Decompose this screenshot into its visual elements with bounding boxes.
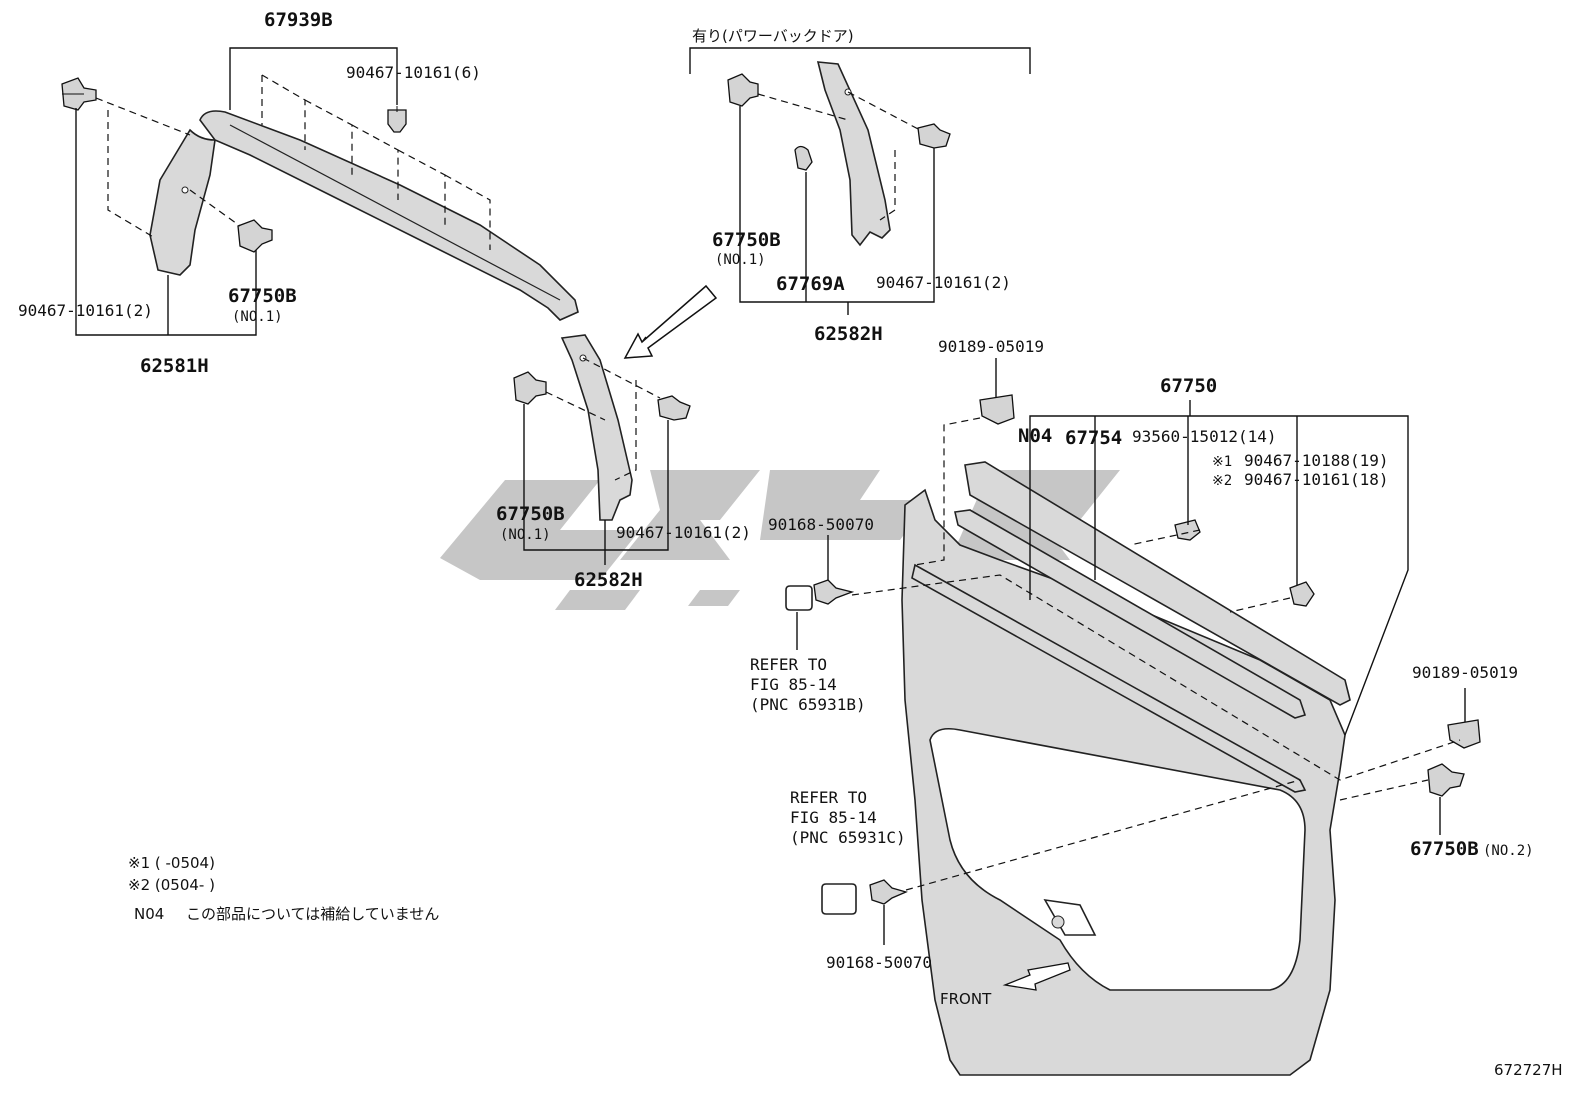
part-label: 90467-10188(19): [1244, 451, 1389, 470]
note-3-code: N04: [134, 905, 164, 923]
part-label: (NO.2): [1483, 843, 1534, 859]
clip-icon: [1289, 581, 1315, 607]
clip-icon: [237, 219, 273, 253]
part-label: 90189-05019: [938, 337, 1044, 356]
notes: ※1 ( -0504) ※2 (0504- ) N04 この部品については補給し…: [128, 854, 439, 923]
roof-garnish: [199, 110, 579, 321]
figure-number: 672727H: [1494, 1061, 1563, 1079]
screw-icon: [869, 879, 908, 905]
part-label: 67750B: [228, 285, 297, 307]
part-label: 67750: [1160, 375, 1217, 397]
clip-icon: [1174, 519, 1201, 541]
part-label: (NO.1): [232, 309, 283, 325]
back-door-window-recess: [929, 727, 1306, 991]
back-door-trim-group: [785, 358, 1481, 1076]
part-label: (NO.1): [500, 527, 551, 543]
part-label: 90467-10161(6): [346, 63, 481, 82]
front-label: FRONT: [940, 990, 992, 1008]
clip-icon: [917, 123, 951, 149]
part-label: 93560-15012(14): [1132, 427, 1277, 446]
left-pillar-garnish: [149, 128, 216, 276]
part-label: 67750B: [712, 229, 781, 251]
roof-garnish-group: [199, 47, 579, 321]
direction-arrow-icon: [623, 284, 718, 359]
reference-label: (PNC 65931B): [750, 695, 866, 714]
reference-label: (PNC 65931C): [790, 828, 906, 847]
part-label: (NO.1): [715, 252, 766, 268]
part-label: 67750B: [1410, 838, 1479, 860]
note-1: ※1 ( -0504): [128, 854, 215, 872]
retainer-icon: [1447, 719, 1481, 749]
part-label: N04: [1018, 425, 1052, 447]
cover-icon: [821, 883, 857, 915]
reference-label: FIG 85-14: [790, 808, 877, 827]
part-label: 90168-50070: [768, 515, 874, 534]
part-label: 90467-10161(2): [876, 273, 1011, 292]
grommet-icon: [794, 145, 813, 171]
reference-label: REFER TO: [790, 788, 867, 807]
front-arrow-icon: [1002, 962, 1071, 991]
part-label: 67769A: [776, 273, 845, 295]
part-label: 67750B: [496, 503, 565, 525]
part-label: 62582H: [574, 569, 643, 591]
clip-icon: [727, 73, 759, 107]
part-label: ※2: [1212, 473, 1232, 489]
note-3-text: この部品については補給していません: [186, 905, 439, 923]
group-label: 有り(パワーバックドア): [692, 27, 854, 45]
right-pillar-upper: [816, 61, 891, 247]
clip-icon: [61, 77, 97, 111]
part-label: 67754: [1065, 427, 1122, 449]
left-pillar-group: [61, 77, 273, 336]
part-labels: 67939B 90467-10161(6) 90467-10161(2) 677…: [18, 9, 1563, 1079]
part-label: 90189-05019: [1412, 663, 1518, 682]
part-label: 90467-10161(2): [18, 301, 153, 320]
part-label: 90467-10161(18): [1244, 470, 1389, 489]
clip-icon: [1427, 763, 1465, 797]
reference-label: REFER TO: [750, 655, 827, 674]
power-door-group: [689, 47, 1031, 315]
part-label: 90467-10161(2): [616, 523, 751, 542]
clip-icon: [387, 106, 407, 133]
clip-icon: [513, 371, 547, 405]
clip-icon: [657, 395, 691, 421]
part-label: 90168-50070: [826, 953, 932, 972]
part-label: 62581H: [140, 355, 209, 377]
screw-icon: [813, 579, 855, 605]
mid-pillar-group: [513, 334, 691, 565]
retainer-icon: [979, 394, 1015, 425]
reference-label: FIG 85-14: [750, 675, 837, 694]
note-2: ※2 (0504- ): [128, 876, 215, 894]
part-label: ※1: [1212, 454, 1232, 470]
mid-pillar-garnish: [560, 334, 633, 521]
part-label: 62582H: [814, 323, 883, 345]
cover-icon: [785, 585, 813, 611]
part-label: 67939B: [264, 9, 333, 31]
